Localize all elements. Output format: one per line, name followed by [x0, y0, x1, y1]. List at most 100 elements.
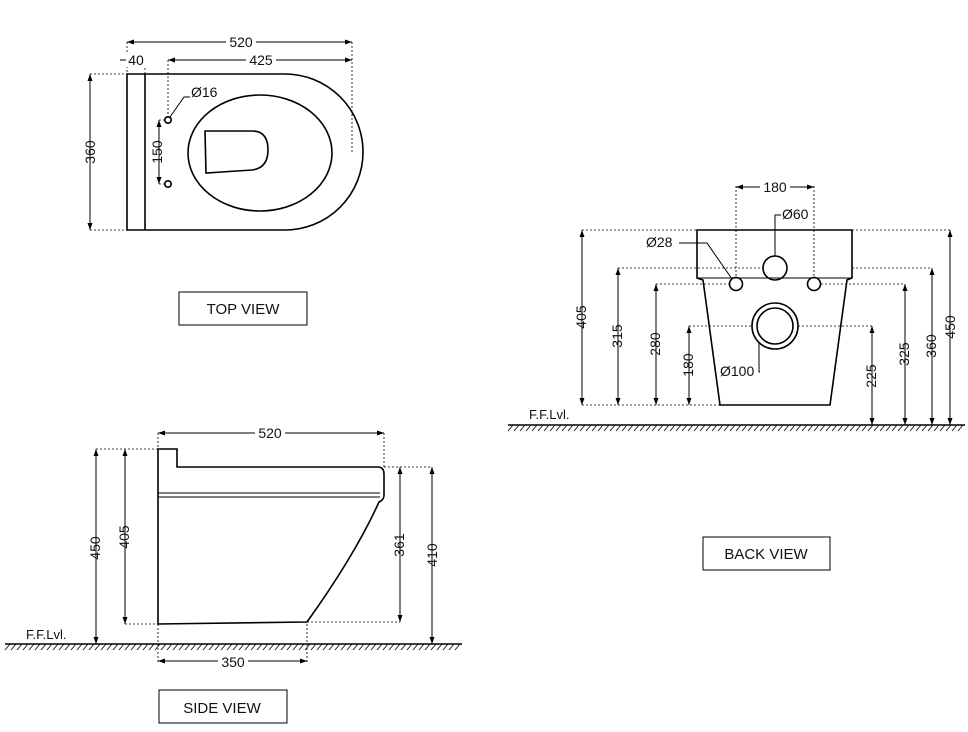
floor-hatch-line: [597, 424, 604, 432]
back-view-dim-280: 280: [647, 332, 663, 356]
floor-hatch-line: [861, 424, 868, 432]
floor-hatch-line: [621, 424, 628, 432]
floor-hatch-line: [406, 643, 413, 651]
floor-hatch-line: [741, 424, 748, 432]
back-view-dim-405: 405: [573, 305, 589, 329]
floor-hatch-line: [358, 643, 365, 651]
floor-hatch-line: [334, 643, 341, 651]
floor-hatch-line: [519, 424, 526, 432]
floor-hatch-line: [735, 424, 742, 432]
floor-hatch-line: [88, 643, 95, 651]
back-view-dim-325: 325: [896, 342, 912, 366]
floor-hatch-line: [855, 424, 862, 432]
floor-hatch-line: [160, 643, 167, 651]
floor-hatch-line: [166, 643, 173, 651]
floor-hatch-line: [4, 643, 11, 651]
floor-hatch-line: [10, 643, 17, 651]
floor-hatch-line: [663, 424, 670, 432]
back-view-outline: [696, 229, 853, 406]
top-view-bowl: [187, 94, 333, 212]
floor-hatch-line: [322, 643, 329, 651]
side-view-floor-label: F.F.Lvl.: [26, 627, 66, 642]
floor-hatch-line: [454, 643, 461, 651]
floor-hatch-line: [561, 424, 568, 432]
side-view-label-box: [158, 689, 288, 724]
floor-hatch-line: [801, 424, 808, 432]
side-view-dim-520: 520: [258, 425, 282, 441]
back-view-inlet: [762, 255, 788, 281]
floor-hatch-line: [184, 643, 191, 651]
floor-hatch-line: [939, 424, 946, 432]
floor-hatch-line: [100, 643, 107, 651]
floor-hatch-line: [448, 643, 455, 651]
top-view-dim-425: 425: [249, 52, 273, 68]
back-view-dim-d100: Ø100: [720, 363, 754, 379]
floor-hatch-line: [412, 643, 419, 651]
side-view-floor-hatch: [4, 643, 461, 651]
floor-hatch-line: [657, 424, 664, 432]
floor-hatch-line: [873, 424, 880, 432]
floor-hatch-line: [268, 643, 275, 651]
floor-hatch-line: [28, 643, 35, 651]
floor-hatch-line: [627, 424, 634, 432]
floor-hatch-line: [609, 424, 616, 432]
floor-hatch-line: [214, 643, 221, 651]
floor-hatch-line: [813, 424, 820, 432]
floor-hatch-line: [310, 643, 317, 651]
floor-hatch-line: [807, 424, 814, 432]
side-view-dim-405: 405: [116, 525, 132, 549]
side-view-outline: [157, 448, 385, 625]
floor-hatch-line: [675, 424, 682, 432]
floor-hatch-line: [591, 424, 598, 432]
floor-hatch-line: [238, 643, 245, 651]
floor-hatch-line: [513, 424, 520, 432]
side-view-dim-350: 350: [221, 654, 245, 670]
floor-hatch-line: [639, 424, 646, 432]
back-view-dim-180-top: 180: [763, 179, 787, 195]
floor-hatch-line: [190, 643, 197, 651]
floor-hatch-line: [531, 424, 538, 432]
floor-hatch-line: [142, 643, 149, 651]
floor-hatch-line: [106, 643, 113, 651]
floor-hatch-line: [705, 424, 712, 432]
floor-hatch-line: [22, 643, 29, 651]
top-view-outline: [126, 73, 364, 231]
side-view: 520 350 450 405 361 410 F.F.Lvl. SIDE VI…: [4, 425, 462, 724]
floor-hatch-line: [118, 643, 125, 651]
back-view-dim-360: 360: [923, 334, 939, 358]
back-view: 180 Ø60 Ø28 Ø100 405 315 280 180 225 325: [507, 179, 965, 571]
top-view-basin: [204, 130, 269, 174]
floor-hatch-line: [699, 424, 706, 432]
floor-hatch-line: [909, 424, 916, 432]
back-view-dim-d60: Ø60: [782, 206, 809, 222]
floor-hatch-line: [418, 643, 425, 651]
floor-hatch-line: [783, 424, 790, 432]
floor-hatch-line: [148, 643, 155, 651]
floor-hatch-line: [567, 424, 574, 432]
floor-hatch-line: [927, 424, 934, 432]
floor-hatch-line: [669, 424, 676, 432]
floor-hatch-line: [837, 424, 844, 432]
floor-hatch-line: [304, 643, 311, 651]
back-view-dim-d28: Ø28: [646, 234, 673, 250]
floor-hatch-line: [316, 643, 323, 651]
floor-hatch-line: [376, 643, 383, 651]
floor-hatch-line: [352, 643, 359, 651]
floor-hatch-line: [154, 643, 161, 651]
floor-hatch-line: [196, 643, 203, 651]
back-view-dim-450: 450: [942, 315, 958, 339]
floor-hatch-line: [897, 424, 904, 432]
back-view-bolt-right: [806, 276, 822, 292]
back-view-dim-315: 315: [609, 324, 625, 348]
floor-hatch-line: [615, 424, 622, 432]
floor-hatch-line: [753, 424, 760, 432]
floor-hatch-line: [903, 424, 910, 432]
floor-hatch-line: [172, 643, 179, 651]
floor-hatch-line: [382, 643, 389, 651]
floor-hatch-line: [693, 424, 700, 432]
floor-hatch-line: [507, 424, 514, 432]
floor-hatch-line: [849, 424, 856, 432]
floor-hatch-line: [250, 643, 257, 651]
floor-hatch-line: [777, 424, 784, 432]
